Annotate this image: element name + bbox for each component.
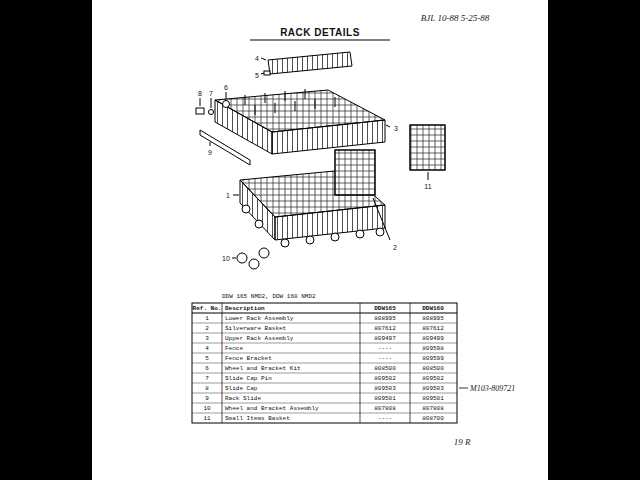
- table-cell: 808700: [422, 415, 444, 422]
- table-cell: 809501: [422, 395, 444, 402]
- table-cell: 809598: [422, 345, 444, 352]
- handwritten-note: M103-809721: [470, 384, 515, 393]
- table-cell: Upper Rack Assembly: [225, 335, 293, 342]
- wheel-assembly: [232, 248, 269, 269]
- callout-number: 2: [393, 244, 397, 251]
- table-cell: 11: [203, 415, 210, 422]
- table-cell: 5: [205, 355, 209, 362]
- table-cell: 809497: [374, 335, 396, 342]
- table-cell: 807808: [374, 405, 396, 412]
- table-cell: 808500: [374, 365, 396, 372]
- table-cell: 809599: [422, 355, 444, 362]
- table-cell: 809499: [422, 335, 444, 342]
- table-cell: 808995: [422, 315, 444, 322]
- table-cell: Lower Rack Assembly: [225, 315, 293, 322]
- table-cell: Slide Cap Pin: [225, 375, 272, 382]
- small-items-basket: [410, 125, 445, 180]
- table-cell: 807612: [422, 325, 444, 332]
- handwritten-note: BJL 10-88 5-25-88: [421, 13, 489, 23]
- callout-number: 11: [424, 183, 431, 190]
- parts-table: [192, 303, 457, 423]
- scan-margin: [0, 0, 92, 480]
- table-cell: 7: [205, 375, 209, 382]
- handwritten-note: 19 R: [454, 437, 471, 447]
- table-cell: 2: [205, 325, 209, 332]
- rack-slide: [196, 92, 250, 165]
- table-cell: Fence Bracket: [225, 355, 272, 362]
- fence: [261, 52, 352, 75]
- table-cell: ----: [378, 355, 392, 362]
- table-cell: 809502: [422, 375, 444, 382]
- callout-number: 5: [255, 72, 259, 79]
- table-cell: Wheel and Bracket Kit: [225, 365, 301, 372]
- table-cell: 6: [205, 365, 209, 372]
- table-cell: Small Items Basket: [225, 415, 290, 422]
- scan-margin: [548, 0, 640, 480]
- callout-number: 3: [394, 125, 398, 132]
- silverware-basket: [335, 150, 390, 240]
- table-cell: 809502: [374, 375, 396, 382]
- table-header: DDW160: [422, 305, 444, 312]
- table-cell: DDW 165 NMD2, DDW 160 NMD2: [222, 293, 316, 300]
- callout-number: 6: [224, 84, 228, 91]
- table-cell: 9: [205, 395, 209, 402]
- table-cell: Wheel and Bracket Assembly: [225, 405, 319, 412]
- table-cell: 4: [205, 345, 209, 352]
- table-cell: 809503: [374, 385, 396, 392]
- table-cell: 807808: [422, 405, 444, 412]
- table-cell: 1: [205, 315, 209, 322]
- callout-number: 8: [198, 90, 202, 97]
- table-cell: 809501: [374, 395, 396, 402]
- table-cell: ----: [378, 415, 392, 422]
- table-header: Description: [225, 305, 265, 312]
- upper-rack: [215, 89, 390, 154]
- table-cell: ----: [378, 345, 392, 352]
- note-arrow: [459, 388, 468, 389]
- title: RACK DETAILS: [280, 27, 360, 38]
- table-cell: 8: [205, 385, 209, 392]
- table-cell: Fence: [225, 345, 243, 352]
- table-cell: Slide Cap: [225, 385, 257, 392]
- table-cell: 10: [203, 405, 210, 412]
- callout-number: 4: [255, 55, 259, 62]
- table-header: Ref. No.: [193, 305, 222, 312]
- callout-number: 9: [208, 149, 212, 156]
- table-cell: 808995: [374, 315, 396, 322]
- table-cell: 808500: [422, 365, 444, 372]
- callout-number: 7: [209, 90, 213, 97]
- callout-number: 10: [222, 255, 230, 262]
- table-cell: Silverware Basket: [225, 325, 286, 332]
- table-header: DDW165: [374, 305, 396, 312]
- table-cell: Rack Slide: [225, 395, 261, 402]
- table-cell: 807612: [374, 325, 396, 332]
- table-cell: 809503: [422, 385, 444, 392]
- callout-number: 1: [226, 192, 230, 199]
- table-cell: 3: [205, 335, 209, 342]
- title-rule: [250, 39, 390, 40]
